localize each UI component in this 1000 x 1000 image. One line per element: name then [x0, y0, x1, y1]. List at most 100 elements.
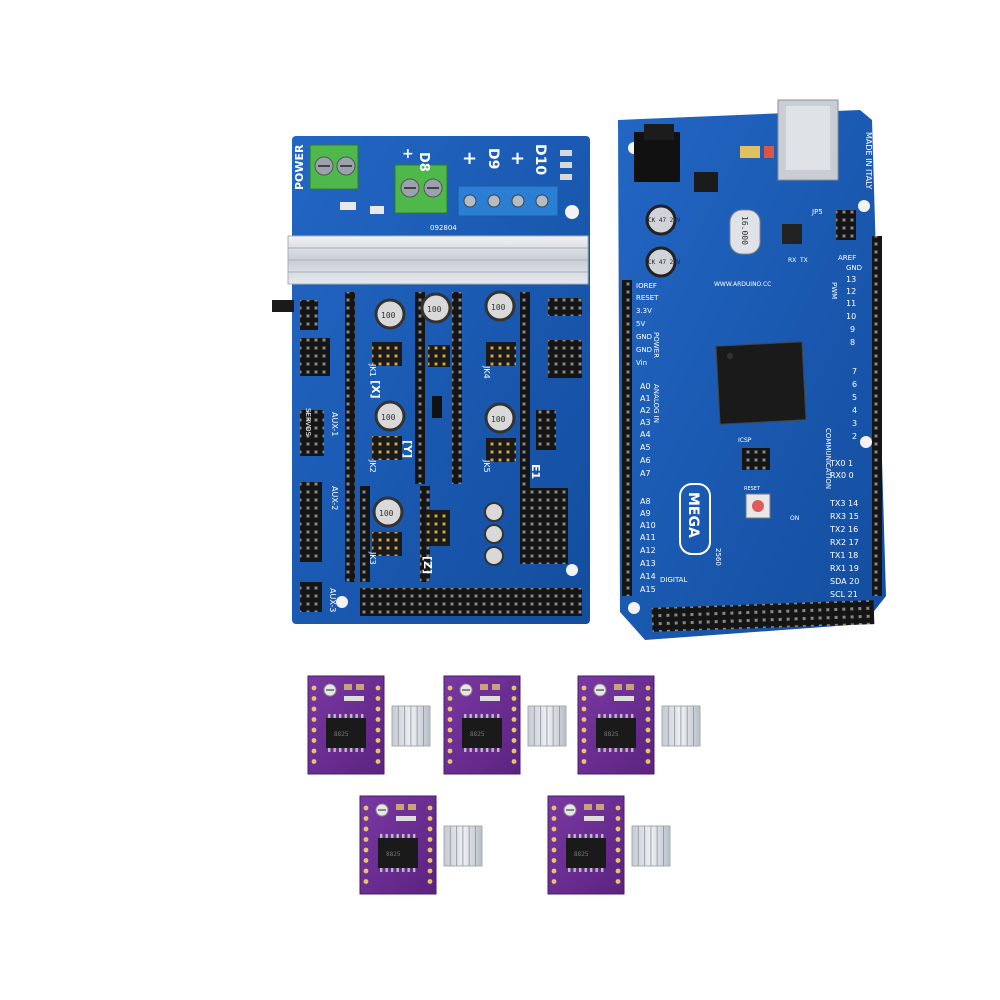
pin-label: RX0 0 [830, 471, 854, 480]
plus-sign: + [510, 148, 525, 169]
cap-label: 100 [491, 415, 506, 424]
pin-label: TX2 16 [829, 525, 858, 534]
driver-heatsink [661, 705, 701, 747]
pin-label: A14 [640, 572, 656, 581]
pin-label: IOREF [636, 282, 657, 290]
axis-y-label: [Y] [401, 440, 414, 458]
jp5-header [836, 210, 856, 240]
pin-label: A1 [640, 394, 651, 403]
servo-header [300, 338, 330, 376]
pin-label: 5 [852, 393, 857, 402]
aux3-label: AUX-3 [328, 588, 337, 612]
microstep-jumpers [372, 342, 516, 556]
power-terminal [309, 144, 359, 190]
gnd-label: GND [846, 264, 862, 272]
cap-label: 100 [491, 303, 506, 312]
pin-label: A7 [640, 469, 651, 478]
driver-module: 8825 [307, 675, 385, 775]
pin-label: 13 [846, 275, 856, 284]
pin-label: TX3 14 [829, 499, 858, 508]
pin-label: A10 [640, 521, 656, 530]
capacitors: 100 100 100 100 100 100 [372, 290, 516, 566]
mount-hole [858, 200, 870, 212]
driver-heatsink [631, 825, 671, 867]
made-in-label: MADE IN ITALY [864, 132, 873, 190]
pin-label: 10 [846, 312, 856, 321]
d9-label: D9 [485, 148, 501, 169]
analog-label: ANALOG IN [652, 384, 660, 423]
atmega2560-chip [715, 341, 807, 425]
driver-module: 8825 [577, 675, 655, 775]
communication-label: COMMUNICATION [824, 428, 832, 489]
right-header [872, 236, 882, 596]
pin-label: A6 [640, 456, 651, 465]
plus-sign: + [462, 148, 477, 169]
d9-d10-terminal [457, 185, 559, 217]
pin-label: 6 [852, 380, 857, 389]
mount-hole [336, 596, 348, 608]
pin-label: A9 [640, 509, 651, 518]
crystal: 16.000 [729, 209, 761, 255]
pin-label: A15 [640, 585, 656, 594]
left-header [622, 280, 632, 596]
usb-port [777, 99, 839, 181]
tx-led-label: TX [799, 257, 808, 264]
website-label: WWW.ARDUINO.CC [714, 281, 771, 288]
pin-label: GND [636, 346, 652, 354]
driver-chip: 8825 [566, 834, 606, 872]
driver-module: 8825 [443, 675, 521, 775]
pin-label: A13 [640, 559, 656, 568]
pin-label: RX3 15 [830, 512, 859, 521]
pin-label: TX1 18 [829, 551, 858, 560]
aux2-label: AUX-2 [330, 486, 339, 510]
reset-button-knob [272, 300, 294, 312]
cap-text: CK 47 25V [648, 259, 681, 266]
pin-label: RX2 17 [830, 538, 859, 547]
pin-label: GND [636, 333, 652, 341]
jumper-label: JK5 [482, 459, 491, 473]
cap-label: 100 [427, 305, 442, 314]
pin-label: A2 [640, 406, 651, 415]
rx-led-label: RX [788, 257, 796, 264]
cap-text: CK 47 25V [648, 217, 681, 224]
jp5-label: JP5 [811, 208, 823, 216]
d8-label: D8 [416, 152, 431, 172]
reset-button: RESET [744, 486, 771, 519]
digital-label: DIGITAL [660, 576, 687, 584]
reset-label: RESET [744, 486, 761, 492]
pin-label: A12 [640, 546, 656, 555]
mega-label: MEGA [685, 492, 701, 538]
pin-label: 3.3V [636, 307, 652, 315]
power-section-label: POWER [652, 332, 660, 358]
servos-label: SERVOS [304, 408, 312, 437]
pin-label: 2 [852, 432, 857, 441]
driver-chip-label: 8825 [604, 731, 619, 738]
power-label: POWER [293, 144, 306, 190]
pin-label: 12 [846, 287, 856, 296]
pin-label: A3 [640, 418, 651, 427]
driver-heatsink [443, 825, 483, 867]
icsp-label: ICSP [738, 437, 752, 444]
jumper-label: JK3 [368, 551, 377, 565]
mount-hole [628, 602, 640, 614]
pin-label: SCL 21 [830, 590, 858, 599]
cap-label: 100 [379, 509, 394, 518]
pin-label: 4 [852, 406, 857, 415]
pin-label: 3 [852, 419, 857, 428]
pin-label: 7 [852, 367, 857, 376]
pin-label: A5 [640, 443, 651, 452]
digital-header [651, 600, 875, 632]
cap-label: 100 [381, 413, 396, 422]
driver-chip-label: 8825 [574, 851, 589, 858]
driver-module: 8825 [359, 795, 437, 895]
mount-hole [860, 436, 872, 448]
serial-code: 092804 [430, 224, 457, 232]
jumper-label: JK1 [368, 363, 377, 377]
pin-label: 11 [846, 299, 856, 308]
pin-label: 9 [850, 325, 855, 334]
arduino-mega-board: CK 47 25V CK 47 25V 16.000 JP5 ICSP RESE… [618, 99, 886, 640]
bottom-header [360, 588, 582, 616]
pin-label: A11 [640, 533, 656, 542]
mega-capacitors: CK 47 25V CK 47 25V [645, 204, 681, 278]
